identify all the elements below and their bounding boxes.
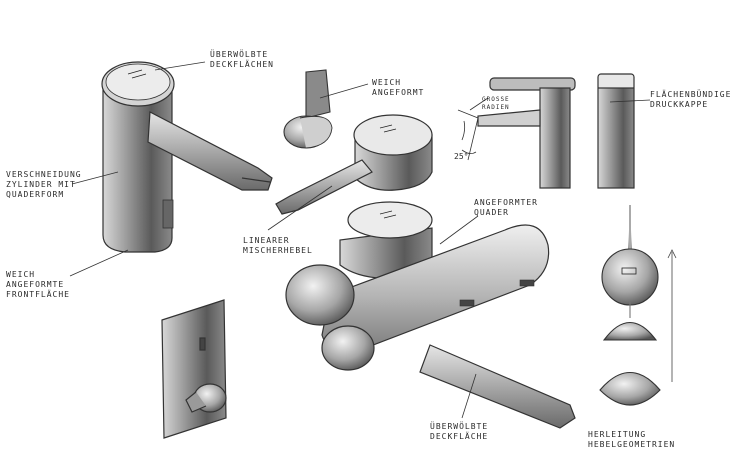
note-line: ZYLINDER MIT: [6, 180, 76, 189]
note-line: FLÄCHENBÜNDIGE: [650, 90, 732, 99]
note-angeformter-quader: ANGEFORMTER QUADER: [474, 198, 538, 218]
note-verschneidung: VERSCHNEIDUNG ZYLINDER MIT QUADERFORM: [6, 170, 82, 200]
note-line: MISCHERHEBEL: [243, 246, 313, 255]
basin-mixer-sketch: [101, 61, 273, 253]
note-linearer-mischerhebel: LINEARER MISCHERHEBEL: [243, 236, 313, 256]
note-line: ÜBERWÖLBTE: [210, 50, 269, 59]
note-line: QUADERFORM: [6, 190, 65, 199]
note-weich-frontflaeche: WEICH ANGEFORMTE FRONTFLÄCHE: [6, 270, 70, 300]
note-grosse-radien: GROSSE RADIEN: [482, 96, 510, 112]
thermostat-body-sketch: [285, 201, 576, 429]
note-line: HEBELGEOMETRIEN: [588, 440, 676, 449]
note-deckflaechen-top: ÜBERWÖLBTE DECKFLÄCHEN: [210, 50, 274, 70]
note-line: HERLEITUNG: [588, 430, 647, 439]
note-line: VERSCHNEIDUNG: [6, 170, 82, 179]
note-line: RADIEN: [482, 104, 510, 111]
lever-geometry-derivation: [599, 205, 677, 406]
note-flaechenbuendige: FLÄCHENBÜNDIGE DRUCKKAPPE: [650, 90, 731, 110]
note-line: ANGEFORMT: [372, 88, 425, 97]
note-line: ANGEFORMTER: [474, 198, 538, 207]
angle-label: 25°: [454, 152, 469, 161]
note-weich-angeformt: WEICH ANGEFORMT: [372, 78, 424, 98]
note-line: DECKFLÄCHEN: [210, 60, 274, 69]
note-line: LINEARER: [243, 236, 290, 245]
note-line: FRONTFLÄCHE: [6, 290, 70, 299]
note-line: GROSSE: [482, 96, 510, 103]
mixer-handle-sketch: [275, 114, 433, 215]
note-line: ANGEFORMTE: [6, 280, 65, 289]
note-line: WEICH: [6, 270, 36, 279]
leader-lines: [69, 61, 651, 419]
note-deckflaeche-bottom: ÜBERWÖLBTE DECKFLÄCHE: [430, 422, 488, 442]
note-line: DECKFLÄCHE: [430, 432, 489, 441]
profile-faucet-a: [457, 77, 576, 189]
note-line: QUADER: [474, 208, 509, 217]
profile-faucet-b: [597, 73, 635, 189]
note-herleitung: HERLEITUNG HEBELGEOMETRIEN: [588, 430, 675, 450]
lever-detail-sketch: [283, 69, 333, 149]
note-line: WEICH: [372, 78, 402, 87]
note-line: ÜBERWÖLBTE: [430, 422, 489, 431]
note-line: DRUCKKAPPE: [650, 100, 709, 109]
wall-panel-sketch: [161, 299, 227, 439]
